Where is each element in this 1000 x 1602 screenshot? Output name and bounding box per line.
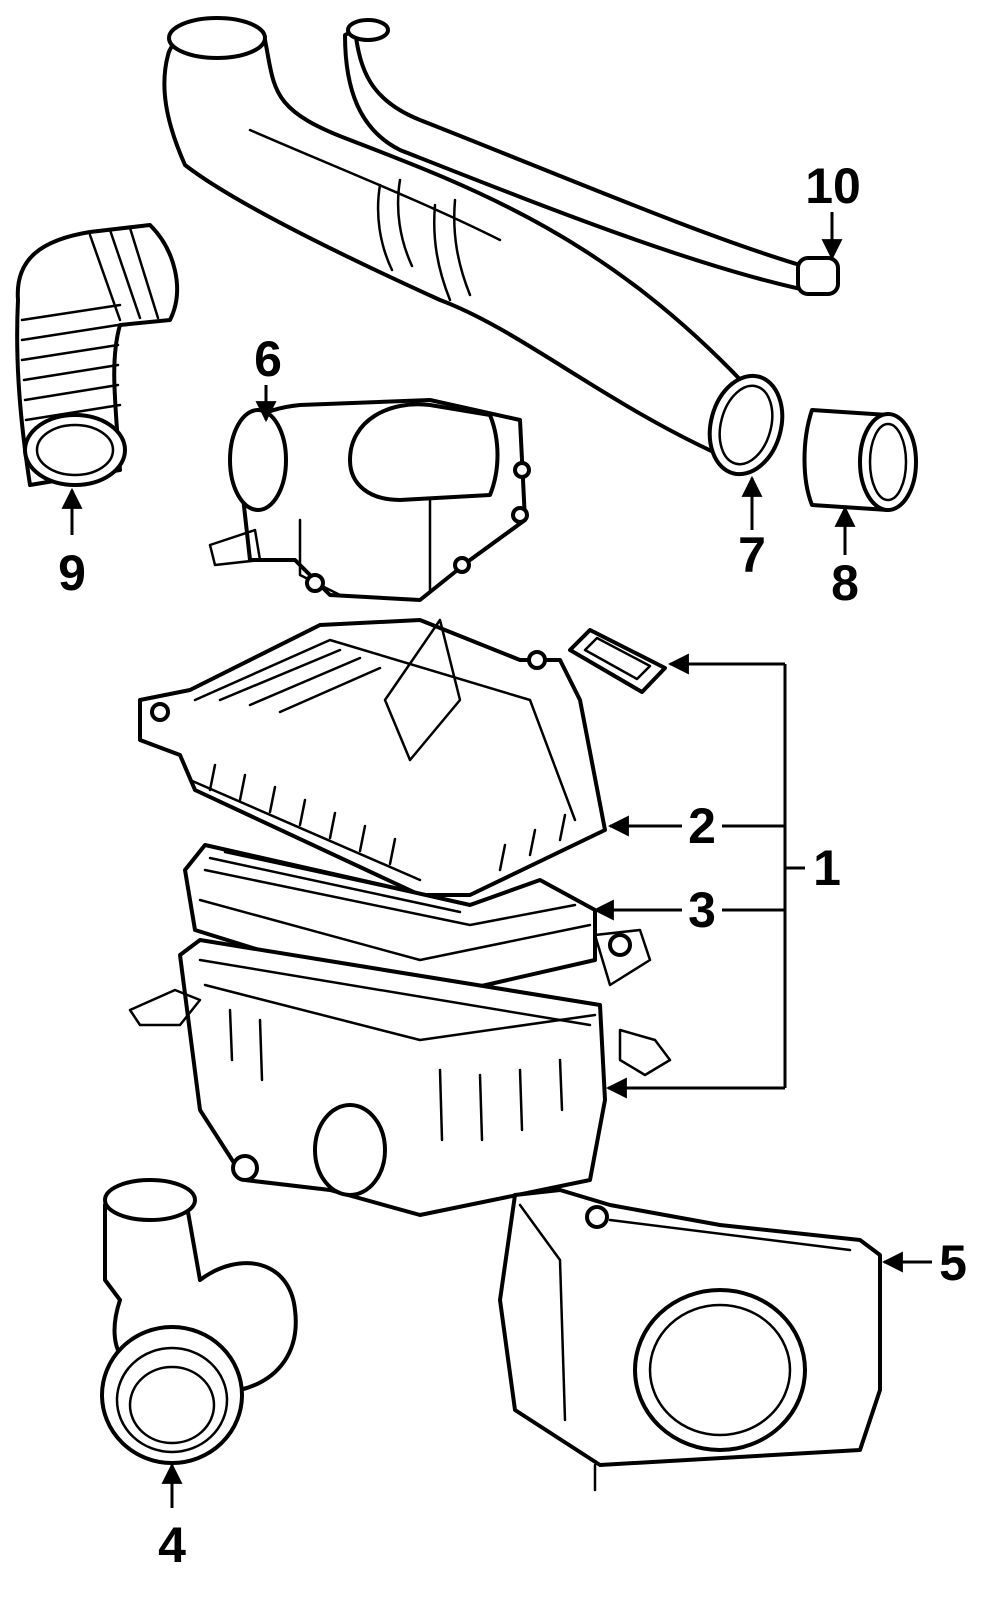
callout-10: 10 <box>805 158 861 214</box>
elbow-hose-part <box>100 1178 298 1465</box>
gasket-part <box>568 628 667 694</box>
callout-4: 4 <box>158 1517 186 1573</box>
callout-9: 9 <box>58 545 86 601</box>
callouts: 10 6 9 7 8 2 3 1 5 4 <box>58 158 967 1573</box>
upper-cover-part <box>138 618 607 897</box>
callout-3: 3 <box>688 882 716 938</box>
breather-hose-part <box>343 18 840 296</box>
intake-duct-part <box>162 16 785 477</box>
callout-2: 2 <box>688 798 716 854</box>
sleeve-part <box>802 408 918 512</box>
air-flow-meter-part <box>208 398 531 602</box>
callout-1: 1 <box>813 840 841 896</box>
callout-7: 7 <box>738 527 766 583</box>
callout-5: 5 <box>939 1235 967 1291</box>
callout-6: 6 <box>254 331 282 387</box>
callout-8: 8 <box>831 555 859 611</box>
duct-cover-part <box>498 1188 882 1492</box>
lower-case-part <box>128 928 672 1217</box>
leader-lines <box>61 212 932 1508</box>
corrugated-hose-part <box>15 223 179 487</box>
